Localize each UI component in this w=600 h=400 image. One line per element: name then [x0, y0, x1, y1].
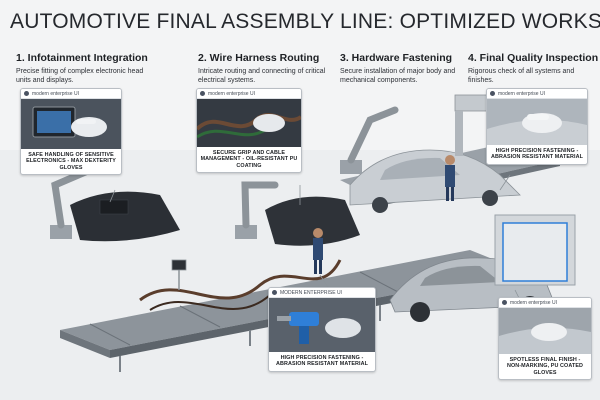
workstation-monitor: [171, 259, 187, 290]
dashboard-module-center: [265, 196, 360, 246]
callout-ui-label: modern enterprise UI: [32, 90, 79, 97]
step-title: 4. Final Quality Inspection: [468, 52, 599, 64]
car-body-frame: [349, 149, 521, 213]
worker-figure-2: [445, 155, 455, 201]
callout-photo: [499, 308, 591, 354]
callout-ui-bar: MODERN ENTERPRISE UI: [269, 288, 375, 298]
step-wire-harness: 2. Wire Harness Routing Intricate routin…: [198, 52, 328, 85]
step-hardware-fastening: 3. Hardware Fastening Secure installatio…: [340, 52, 470, 85]
ui-indicator-icon: [490, 91, 495, 96]
callout-caption: SECURE GRIP AND CABLE MANAGEMENT - OIL-R…: [200, 150, 298, 169]
callout-ui-label: modern enterprise UI: [510, 299, 557, 306]
dashboard-module-left: [70, 191, 180, 242]
step-description: Secure installation of major body and me…: [340, 68, 456, 84]
robot-arm-3: [340, 106, 399, 174]
leader-line-1: [109, 189, 116, 203]
callout-wire-gloves: modern enterprise UI SECURE GRIP AND CAB…: [196, 88, 302, 174]
leader-line-3: [499, 174, 511, 191]
callout-ui-label: MODERN ENTERPRISE UI: [280, 289, 342, 296]
gloved-hand-polish-icon: [487, 99, 587, 145]
callout-ui-label: modern enterprise UI: [498, 90, 545, 97]
step-title: 2. Wire Harness Routing: [198, 52, 320, 64]
step-description: Rigorous check of all systems and finish…: [468, 68, 575, 84]
ui-indicator-icon: [272, 290, 277, 295]
page-title: AUTOMOTIVE FINAL ASSEMBLY LINE: OPTIMIZE…: [10, 10, 600, 33]
callout-photo: [197, 99, 301, 147]
callout-ui-label: modern enterprise UI: [208, 90, 255, 97]
step-description: Precise fitting of complex electronic he…: [16, 68, 144, 84]
wire-harness: [139, 259, 342, 311]
ui-indicator-icon: [200, 91, 205, 96]
gloved-hand-screen-icon: [21, 99, 121, 149]
gloved-hand-cables-icon: [197, 99, 301, 147]
callout-finish-gloves: modern enterprise UI SPOTLESS FINAL FINI…: [498, 297, 592, 381]
ui-indicator-icon: [24, 91, 29, 96]
callout-caption: SAFE HANDLING OF SENSITIVE ELECTRONICS -…: [26, 152, 116, 171]
step-description: Intricate routing and connecting of crit…: [198, 68, 326, 84]
callout-caption: HIGH PRECISION FASTENING - ABRASION RESI…: [275, 355, 369, 368]
step-final-inspection: 4. Final Quality Inspection Rigorous che…: [468, 52, 598, 85]
step-infotainment: 1. Infotainment Integration Precise fitt…: [16, 52, 148, 85]
callout-ui-bar: modern enterprise UI: [499, 298, 591, 308]
robot-arm-2: [235, 181, 279, 239]
callout-caption: SPOTLESS FINAL FINISH - NON-MARKING, PU …: [506, 357, 584, 376]
ui-indicator-icon: [502, 300, 507, 305]
callout-ui-bar: modern enterprise UI: [197, 89, 301, 99]
callout-photo: [487, 99, 587, 145]
gloved-hand-finish-icon: [499, 308, 591, 354]
callout-ui-bar: modern enterprise UI: [21, 89, 121, 99]
callout-photo: [21, 99, 121, 149]
callout-caption: HIGH PRECISION FASTENING - ABRASION RESI…: [490, 148, 584, 161]
callout-ui-bar: modern enterprise UI: [487, 89, 587, 99]
callout-inspection-gloves: modern enterprise UI HIGH PRECISION FAST…: [486, 88, 588, 165]
gloved-hand-drill-icon: [269, 298, 375, 352]
callout-fastening-gloves: MODERN ENTERPRISE UI HIGH PRECISION FAST…: [268, 287, 376, 372]
step-title: 3. Hardware Fastening: [340, 52, 453, 64]
inspection-tunnel: [494, 214, 576, 286]
worker-figure-1: [313, 228, 323, 274]
callout-photo: [269, 298, 375, 352]
step-title: 1. Infotainment Integration: [16, 52, 148, 64]
callout-infotainment-gloves: modern enterprise UI SAFE HANDLING OF SE…: [20, 88, 122, 176]
